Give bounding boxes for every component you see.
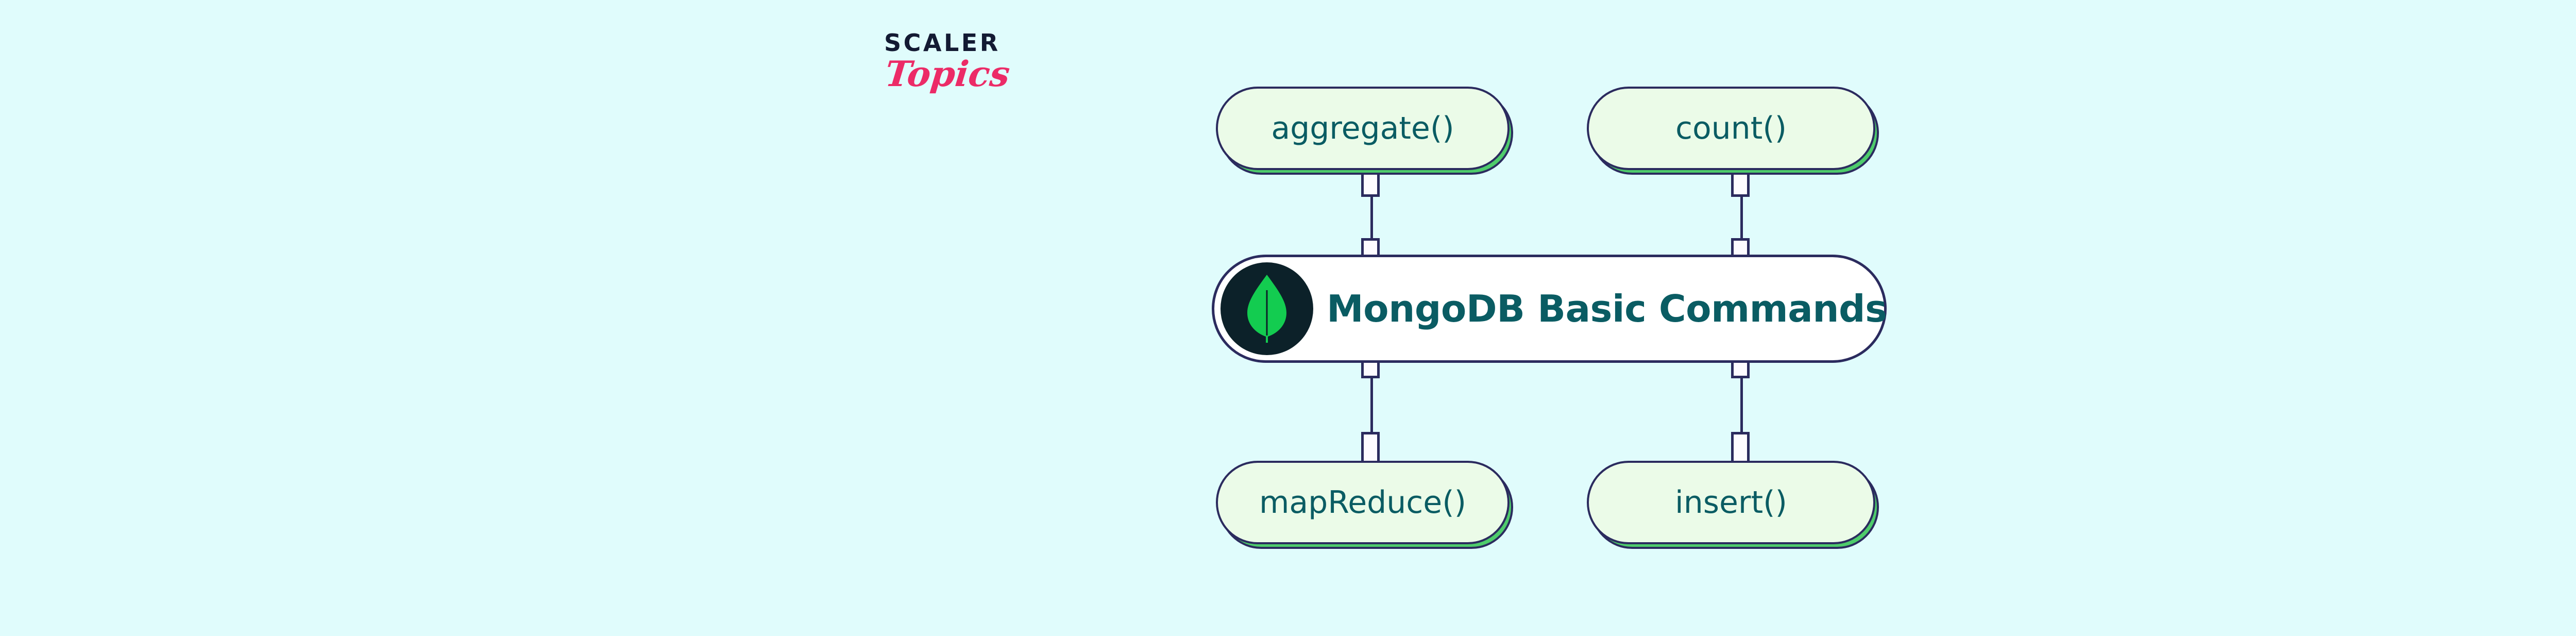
connector-line-insert	[1740, 361, 1743, 464]
scaler-topics-logo: SCALER Topics	[881, 31, 1056, 139]
node-count[interactable]: count()	[1587, 87, 1879, 175]
node-center-label: MongoDB Basic Commands	[1327, 287, 1887, 330]
node-mongodb-basic-commands[interactable]: MongoDB Basic Commands	[1212, 255, 1887, 363]
logo-scaler-text: SCALER	[884, 29, 1001, 57]
logo-topics-text: Topics	[883, 54, 1012, 95]
node-aggregate[interactable]: aggregate()	[1216, 87, 1513, 175]
connector-line-count	[1740, 170, 1743, 265]
node-count-face[interactable]: count()	[1587, 87, 1875, 170]
mongodb-leaf-icon	[1221, 262, 1313, 355]
node-insert-face[interactable]: insert()	[1587, 461, 1875, 544]
node-insert[interactable]: insert()	[1587, 461, 1879, 549]
node-mapreduce[interactable]: mapReduce()	[1216, 461, 1513, 549]
node-count-label: count()	[1675, 110, 1787, 146]
node-insert-label: insert()	[1675, 484, 1787, 521]
node-mapreduce-label: mapReduce()	[1259, 484, 1467, 521]
node-aggregate-label: aggregate()	[1271, 110, 1454, 146]
connector-line-mapreduce	[1370, 361, 1373, 464]
connector-line-aggregate	[1370, 170, 1373, 265]
node-aggregate-face[interactable]: aggregate()	[1216, 87, 1510, 170]
node-mapreduce-face[interactable]: mapReduce()	[1216, 461, 1510, 544]
